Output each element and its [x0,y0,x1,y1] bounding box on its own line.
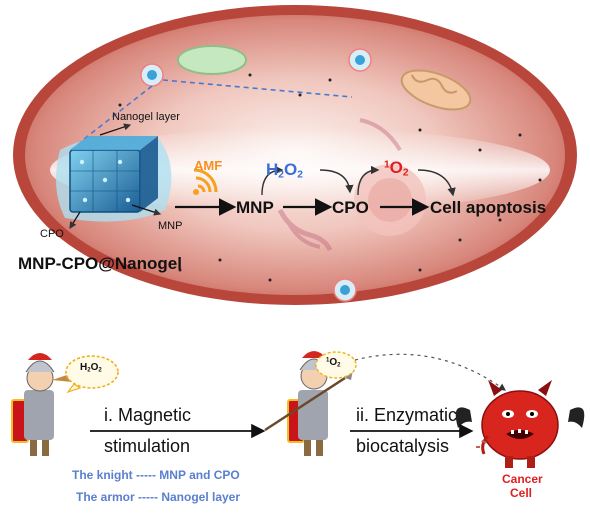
vesicle-blue-2 [348,48,372,72]
amf-label: AMF [194,158,223,173]
trajectory [354,353,506,391]
h2o2-label: H2O2 [266,160,303,181]
er-membrane [277,118,402,252]
cpo-label: CPO [40,228,64,240]
nucleus [354,164,426,236]
nanogel-layer-label: Nanogel layer [112,111,180,123]
zoom-lines [69,79,353,151]
step1-line2: stimulation [104,436,191,456]
legend-armor: The armor ----- Nanogel layer [76,490,241,504]
bubble-singlet [315,351,357,379]
cpo-main-label: CPO [332,198,369,217]
vesicle-blue-1 [140,63,164,87]
mnp-small-label: MNP [158,220,183,232]
cancer-cell-devil [455,380,585,468]
amf-waves [193,168,218,193]
cell-apoptosis-label: Cell apoptosis [430,198,547,217]
nanogel-particle [56,123,172,230]
bubble-h2o2-label: H2O2 [80,362,102,374]
debris [476,440,487,448]
curved-arrows [261,165,456,197]
step2-line2: biocatalysis [356,436,450,456]
particle-title: MNP-CPO@Nanogel [18,254,182,273]
vesicle-blue-3 [333,278,357,302]
singlet-oxygen-label: 1O2 [384,158,409,179]
cancer-label-1: Cancer [502,472,543,486]
step2-line1: ii. Enzymatic [356,405,458,425]
bubble-singlet-label: 1O2 [326,357,341,369]
mnp-label: MNP [236,198,274,217]
mitochondrion [400,69,472,111]
amf-source [193,189,199,195]
legend-knight: The knight ----- MNP and CPO [72,468,240,482]
knight-1 [11,353,72,456]
vesicle-green [177,45,247,75]
dots [88,73,542,282]
cancer-label-2: Cell [509,486,532,500]
bubble-h2o2 [65,355,119,394]
step1-line1: i. Magnetic [104,405,192,425]
